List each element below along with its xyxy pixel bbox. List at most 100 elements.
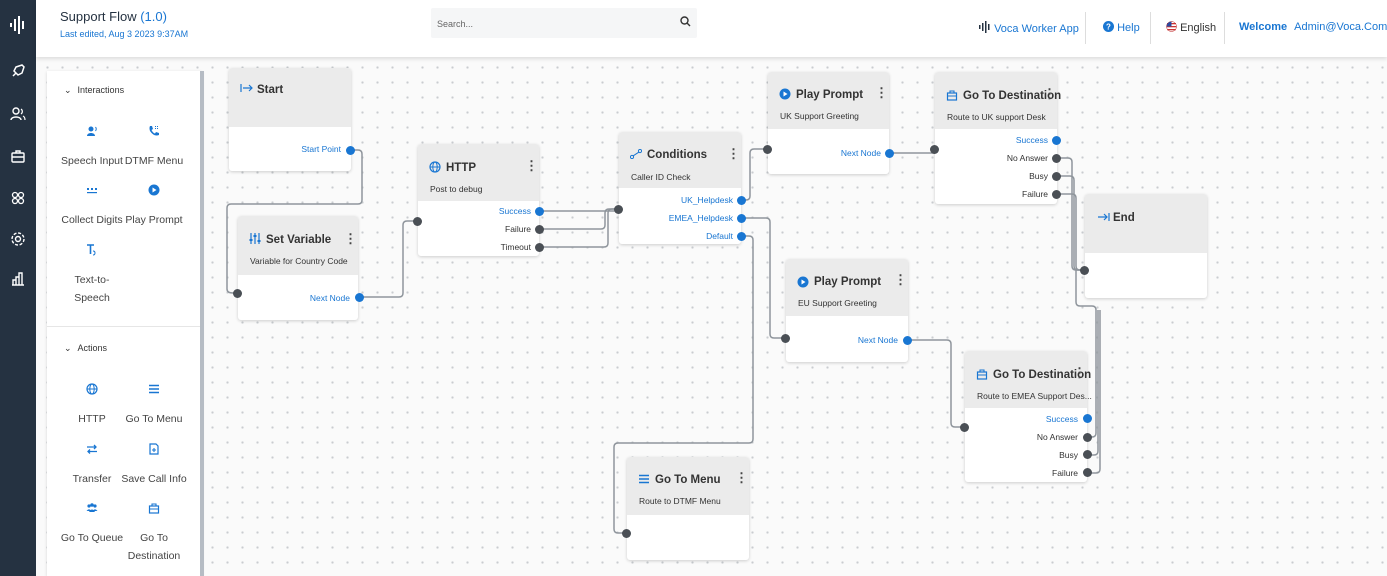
- port-out-no-answer[interactable]: [1052, 154, 1061, 163]
- node-http[interactable]: HTTP ⋮ Post to debug Success Failure Tim…: [418, 144, 539, 256]
- port-out-failure[interactable]: [1052, 190, 1061, 199]
- palette-dtmf-menu[interactable]: DTMF Menu: [124, 155, 184, 167]
- worker-app-link[interactable]: Voca Worker App: [978, 21, 1079, 35]
- node-set-variable[interactable]: Set Variable ⋮ Variable for Country Code…: [238, 216, 358, 320]
- kebab-menu-icon[interactable]: ⋮: [727, 146, 740, 161]
- node-end[interactable]: End: [1085, 194, 1207, 298]
- port-label-failure: Failure: [1022, 189, 1048, 199]
- node-header: [619, 132, 741, 188]
- go-to-queue-icon: [57, 502, 127, 517]
- port-in[interactable]: [960, 423, 969, 432]
- kebab-menu-icon[interactable]: ⋮: [1073, 365, 1086, 380]
- destination-icon: [946, 89, 958, 104]
- port-in[interactable]: [763, 145, 772, 154]
- voca-logo-icon: [978, 21, 991, 35]
- interactions-section-header[interactable]: ⌄Interactions: [64, 85, 124, 96]
- palette-go-to-queue[interactable]: Go To Queue: [60, 532, 124, 544]
- port-out-failure[interactable]: [535, 225, 544, 234]
- wire-setvar-http: [359, 220, 418, 298]
- integrations-icon[interactable]: [0, 190, 36, 212]
- settings-icon[interactable]: [0, 231, 36, 253]
- port-in[interactable]: [622, 529, 631, 538]
- chevron-down-icon[interactable]: ⌄: [64, 343, 72, 353]
- port-out-busy[interactable]: [1052, 172, 1061, 181]
- port-out-failure[interactable]: [1083, 468, 1092, 477]
- port-out-success[interactable]: [1083, 414, 1092, 423]
- port-out-start-point[interactable]: [346, 146, 355, 155]
- port-in[interactable]: [1080, 266, 1089, 275]
- actions-section-header[interactable]: ⌄ Actions: [64, 343, 107, 354]
- help-link[interactable]: ? Help: [1103, 21, 1140, 34]
- node-play-prompt-eu[interactable]: Play Prompt ⋮ EU Support Greeting Next N…: [786, 259, 908, 362]
- kebab-menu-icon[interactable]: ⋮: [525, 158, 538, 173]
- palette-scrollbar[interactable]: [200, 71, 204, 576]
- wire-start-setvar: [226, 149, 363, 294]
- node-subtitle: Post to debug: [430, 184, 483, 194]
- port-out-busy[interactable]: [1083, 450, 1092, 459]
- port-label-success: Success: [498, 206, 531, 216]
- search-icon[interactable]: [680, 16, 691, 30]
- node-title: Go To Destination: [963, 90, 1062, 102]
- port-out-default[interactable]: [737, 232, 746, 241]
- kebab-menu-icon[interactable]: ⋮: [735, 470, 748, 485]
- node-go-to-menu[interactable]: Go To Menu ⋮ Route to DTMF Menu: [627, 457, 749, 560]
- palette-go-to-destination[interactable]: Go To Destination: [127, 532, 181, 562]
- port-out-success[interactable]: [1052, 136, 1061, 145]
- search-input[interactable]: Search...: [437, 19, 474, 29]
- palette-play-prompt[interactable]: Play Prompt: [125, 214, 183, 226]
- node-start[interactable]: Start Start Point: [229, 68, 351, 171]
- port-label-next-node: Next Node: [840, 148, 881, 158]
- port-label-failure: Failure: [505, 224, 531, 234]
- kebab-menu-icon[interactable]: ⋮: [344, 231, 357, 246]
- user-menu[interactable]: Welcome Admin@Voca.Com: [1239, 21, 1387, 33]
- port-in[interactable]: [930, 145, 939, 154]
- node-go-to-destination-uk[interactable]: Go To Destination ⋮ Route to UK support …: [935, 72, 1061, 204]
- palette-http[interactable]: HTTP: [78, 413, 106, 425]
- language-selector[interactable]: English: [1166, 21, 1216, 34]
- dtmf-menu-icon: [119, 125, 189, 140]
- kebab-menu-icon[interactable]: ⋮: [875, 85, 888, 100]
- reports-icon[interactable]: [0, 271, 36, 293]
- port-label-default: Default: [706, 231, 733, 241]
- go-to-menu-icon: [119, 383, 189, 398]
- briefcase-icon[interactable]: [0, 148, 36, 170]
- port-in[interactable]: [781, 334, 790, 343]
- node-header: [229, 68, 351, 127]
- users-icon[interactable]: [0, 106, 36, 128]
- node-header: [1085, 194, 1207, 253]
- port-out-uk-helpdesk[interactable]: [737, 196, 746, 205]
- rocket-icon[interactable]: [0, 63, 36, 85]
- wire-gtdemea-failure: [1087, 310, 1101, 474]
- node-title: End: [1113, 212, 1135, 224]
- port-in[interactable]: [413, 217, 422, 226]
- port-out-no-answer[interactable]: [1083, 433, 1092, 442]
- node-conditions[interactable]: Conditions ⋮ Caller ID Check UK_Helpdesk…: [619, 132, 741, 244]
- port-out-timeout[interactable]: [535, 243, 544, 252]
- node-subtitle: Variable for Country Code: [250, 256, 348, 266]
- logo-icon[interactable]: [0, 15, 36, 41]
- port-out-emea-helpdesk[interactable]: [737, 214, 746, 223]
- palette-transfer[interactable]: Transfer: [72, 473, 112, 485]
- palette-go-to-menu[interactable]: Go To Menu: [125, 413, 183, 425]
- port-out-success[interactable]: [535, 207, 544, 216]
- port-label-no-answer: No Answer: [1006, 153, 1048, 163]
- actions-title: Actions: [77, 343, 108, 353]
- port-out-next-node[interactable]: [355, 293, 364, 302]
- search-box[interactable]: Search...: [431, 8, 697, 38]
- port-label-success: Success: [1045, 414, 1078, 424]
- port-in[interactable]: [614, 205, 623, 214]
- last-edited: Last edited, Aug 3 2023 9:37AM: [60, 29, 189, 39]
- palette-collect-digits[interactable]: Collect Digits: [61, 214, 123, 226]
- kebab-menu-icon[interactable]: ⋮: [1043, 86, 1056, 101]
- palette-speech-input[interactable]: Speech Input: [61, 155, 123, 167]
- port-out-next-node[interactable]: [903, 336, 912, 345]
- palette-save-call-info[interactable]: Save Call Info: [121, 473, 187, 485]
- node-title: Go To Menu: [655, 474, 721, 486]
- node-go-to-destination-emea[interactable]: Go To Destination ⋮ Route to EMEA Suppor…: [965, 351, 1092, 482]
- kebab-menu-icon[interactable]: ⋮: [894, 272, 907, 287]
- port-in[interactable]: [233, 289, 242, 298]
- port-out-next-node[interactable]: [885, 149, 894, 158]
- palette-text-to-speech[interactable]: Text-to-Speech: [74, 274, 110, 304]
- chevron-down-icon[interactable]: ⌄: [64, 85, 72, 95]
- node-play-prompt-uk[interactable]: Play Prompt ⋮ UK Support Greeting Next N…: [768, 72, 889, 174]
